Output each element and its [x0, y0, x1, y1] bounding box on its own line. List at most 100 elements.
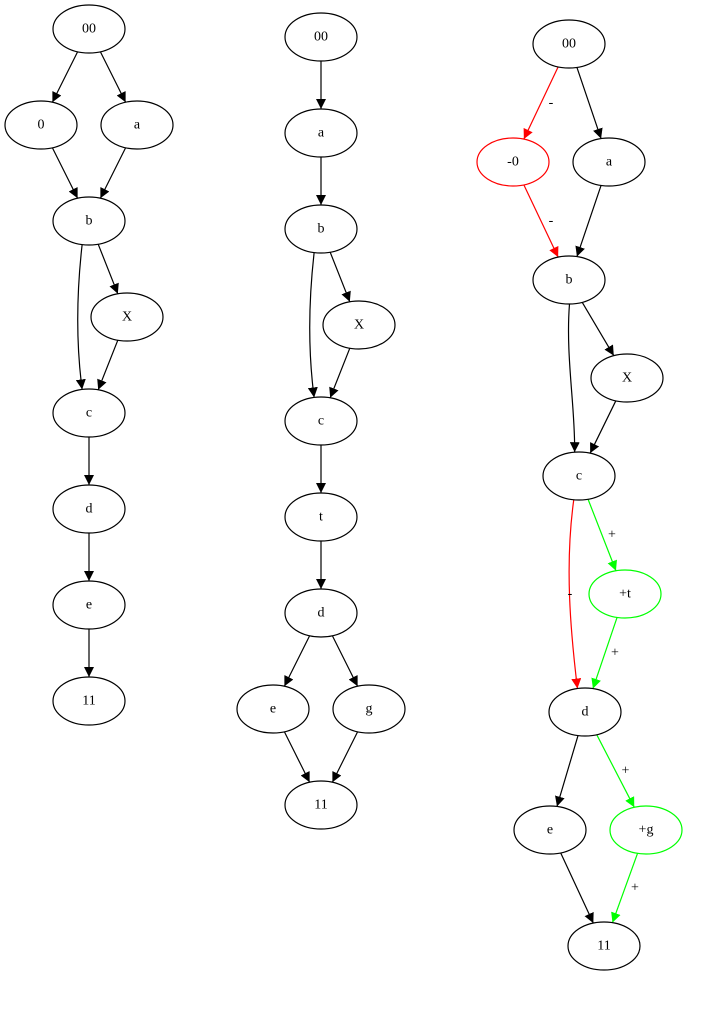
edge-+t-to-d	[591, 617, 618, 689]
edge-b-to-X	[581, 302, 615, 356]
edge-a-to-b	[575, 185, 602, 257]
edge-X-to-c	[97, 339, 119, 391]
node-plus-g[interactable]: +g	[609, 805, 683, 855]
node-c[interactable]: c	[284, 396, 358, 446]
node-label: a	[318, 126, 325, 141]
edge-e-to-11	[283, 731, 311, 783]
node-ellipse	[284, 12, 358, 62]
node-00[interactable]: 00	[532, 19, 606, 69]
node-plus-t[interactable]: +t	[588, 569, 662, 619]
node-a[interactable]: a	[284, 108, 358, 158]
node-b[interactable]: b	[52, 196, 126, 246]
node-t[interactable]: t	[284, 492, 358, 542]
edge-b-to-X	[329, 251, 351, 303]
graph-middle: 00 a bXc t d e g 11	[236, 12, 406, 830]
node-00[interactable]: 00	[52, 4, 126, 54]
node-ellipse	[4, 100, 78, 150]
edge-00-to-a	[576, 67, 603, 139]
node-ellipse	[588, 569, 662, 619]
node-X[interactable]: X	[590, 353, 664, 403]
node-ellipse	[284, 588, 358, 638]
node-ellipse	[284, 396, 358, 446]
node-ellipse	[572, 137, 646, 187]
node-d[interactable]: d	[52, 484, 126, 534]
edge--0-to-b	[523, 184, 559, 258]
node-ellipse	[52, 580, 126, 630]
edge-c-to-+t	[587, 499, 617, 571]
edge-label-00-to--0: -	[549, 96, 554, 111]
node-11[interactable]: 11	[284, 780, 358, 830]
node-ellipse	[609, 805, 683, 855]
edge-b-to-X	[97, 243, 119, 295]
node-label: 00	[82, 22, 96, 37]
node-ellipse	[52, 388, 126, 438]
node-ellipse	[100, 100, 174, 150]
node-label: b	[86, 214, 93, 229]
node-e[interactable]: e	[52, 580, 126, 630]
edge-d-to-e	[283, 635, 311, 687]
node-0[interactable]: 0	[4, 100, 78, 150]
edge-g-to-11	[331, 731, 359, 783]
edge-+g-to-11	[611, 853, 639, 923]
edge-e-to-11	[560, 852, 594, 924]
edge-label-c-to-d: -	[568, 587, 573, 602]
node-ellipse	[590, 353, 664, 403]
node-ellipse	[284, 492, 358, 542]
node-ellipse	[532, 255, 606, 305]
node-label: +t	[619, 587, 631, 602]
node-label: g	[366, 702, 373, 717]
edge-a-to-b	[99, 147, 127, 199]
node-g[interactable]: g	[332, 684, 406, 734]
edge-00-to-0	[51, 51, 79, 103]
node-11[interactable]: 11	[567, 921, 641, 971]
edge-label-+t-to-d: +	[611, 646, 619, 661]
node-e[interactable]: e	[236, 684, 310, 734]
node-ellipse	[532, 19, 606, 69]
edge-c-to-d	[568, 499, 582, 689]
node-c[interactable]: c	[542, 451, 616, 501]
node-ellipse	[90, 292, 164, 342]
node-label: -0	[507, 155, 519, 170]
node-ellipse	[548, 687, 622, 737]
node-X[interactable]: X	[90, 292, 164, 342]
node-a[interactable]: a	[572, 137, 646, 187]
node-d[interactable]: d	[284, 588, 358, 638]
node-00[interactable]: 00	[284, 12, 358, 62]
node-label: 11	[82, 694, 95, 709]
edge-label-c-to-+t: +	[608, 528, 616, 543]
node-ellipse	[513, 805, 587, 855]
edge-label-d-to-+g: +	[622, 764, 630, 779]
node-label: t	[319, 510, 323, 525]
node-d[interactable]: d	[548, 687, 622, 737]
node-b[interactable]: b	[284, 204, 358, 254]
node-c[interactable]: c	[52, 388, 126, 438]
edge-label--0-to-b: -	[549, 214, 554, 229]
node-label: X	[122, 310, 132, 325]
edge-X-to-c	[589, 400, 617, 454]
edge-0-to-b	[51, 147, 79, 199]
node-ellipse	[52, 676, 126, 726]
node-X[interactable]: X	[322, 300, 396, 350]
node-label: d	[318, 606, 325, 621]
edge-d-to-e	[555, 735, 579, 807]
node-b[interactable]: b	[532, 255, 606, 305]
node-ellipse	[52, 196, 126, 246]
node-label: d	[582, 705, 589, 720]
node-e[interactable]: e	[513, 805, 587, 855]
node-ellipse	[542, 451, 616, 501]
node-ellipse	[284, 204, 358, 254]
node-minus-0[interactable]: -0	[476, 137, 550, 187]
node-label: d	[86, 502, 93, 517]
node-a[interactable]: a	[100, 100, 174, 150]
node-11[interactable]: 11	[52, 676, 126, 726]
node-label: 11	[597, 939, 610, 954]
edge-b-to-c	[307, 252, 318, 398]
edge-d-to-g	[331, 635, 359, 687]
node-ellipse	[322, 300, 396, 350]
edge-d-to-+g	[596, 734, 635, 808]
edge-00-to-a	[99, 51, 127, 103]
node-label: 00	[314, 30, 328, 45]
node-label: c	[576, 469, 582, 484]
